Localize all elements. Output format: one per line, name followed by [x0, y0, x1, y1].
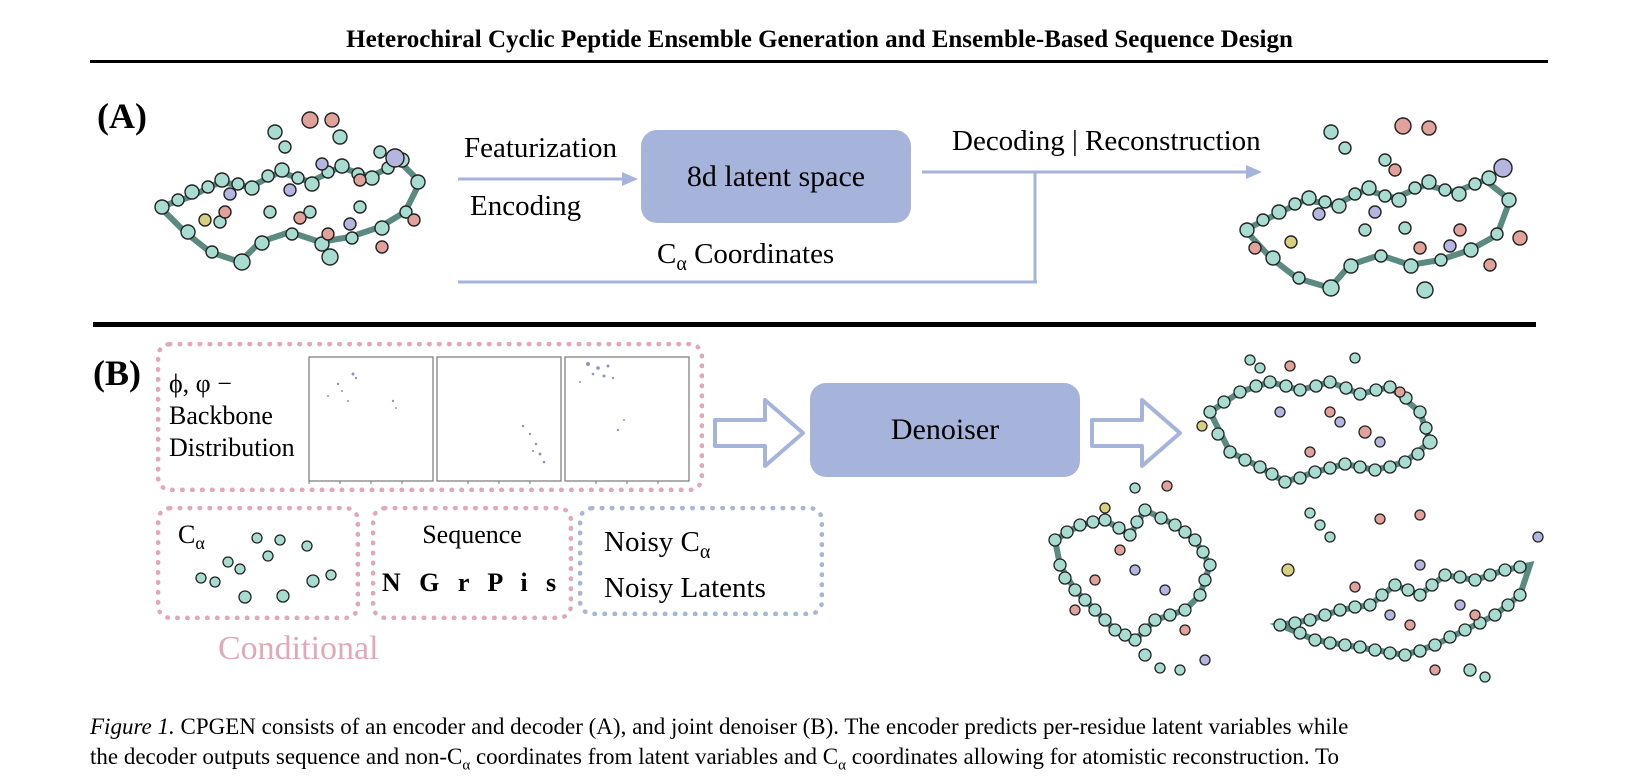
sequence-letters: N G r P i s: [381, 568, 563, 597]
panel-b-label: (B): [93, 353, 141, 393]
output-arrow: [1090, 398, 1182, 468]
featurization-label: Featurization: [464, 132, 618, 164]
decoding-reconstruction-label: Decoding | Reconstruction: [952, 125, 1261, 157]
calpha-condition-box: [156, 506, 360, 620]
backbone-distribution-box: [156, 342, 704, 492]
paper-header-title: Heterochiral Cyclic Peptide Ensemble Gen…: [346, 26, 1293, 53]
calpha-points-icon: [195, 532, 337, 604]
latent-space-box: 8d latent space: [641, 130, 911, 223]
conditional-label: Conditional: [218, 630, 379, 667]
ramachandran-plots: [308, 356, 690, 484]
caption-line-1: Figure 1. CPGEN consists of an encoder a…: [90, 714, 1349, 739]
sequence-title: Sequence: [422, 520, 522, 549]
molecule-ensemble-top: [1196, 352, 1438, 489]
molecule-ensemble-left: [1048, 480, 1217, 676]
coordinates-path: [458, 280, 1037, 284]
encoding-arrow: [458, 172, 638, 186]
caption-figure-label: Figure 1.: [90, 714, 175, 739]
calpha-condition-label: Cα: [178, 520, 205, 554]
molecule-a-input: [154, 111, 426, 271]
panel-divider: [93, 322, 1536, 327]
input-arrow: [713, 398, 805, 468]
denoiser-box: Denoiser: [810, 383, 1080, 477]
sequence-condition-box: [371, 506, 573, 620]
caption-line-2: the decoder outputs sequence and non-Cα …: [90, 744, 1339, 774]
noisy-inputs-label: Noisy Cα Noisy Latents: [604, 526, 766, 604]
header-rule: [90, 60, 1548, 63]
calpha-coordinates-label: Cα Coordinates: [657, 238, 835, 275]
molecule-a-output: [1239, 117, 1528, 299]
panel-a-label: (A): [97, 96, 147, 136]
backbone-distribution-label: ϕ, φ − Backbone Distribution: [169, 369, 295, 462]
molecule-ensemble-right: [1269, 507, 1544, 683]
noisy-inputs-box: [578, 506, 824, 616]
caption-system-name: CPGEN: [180, 714, 256, 739]
decoding-arrow: [922, 165, 1262, 282]
figure-caption: Figure 1. CPGEN consists of an encoder a…: [90, 712, 1550, 781]
encoding-label: Encoding: [470, 190, 582, 222]
